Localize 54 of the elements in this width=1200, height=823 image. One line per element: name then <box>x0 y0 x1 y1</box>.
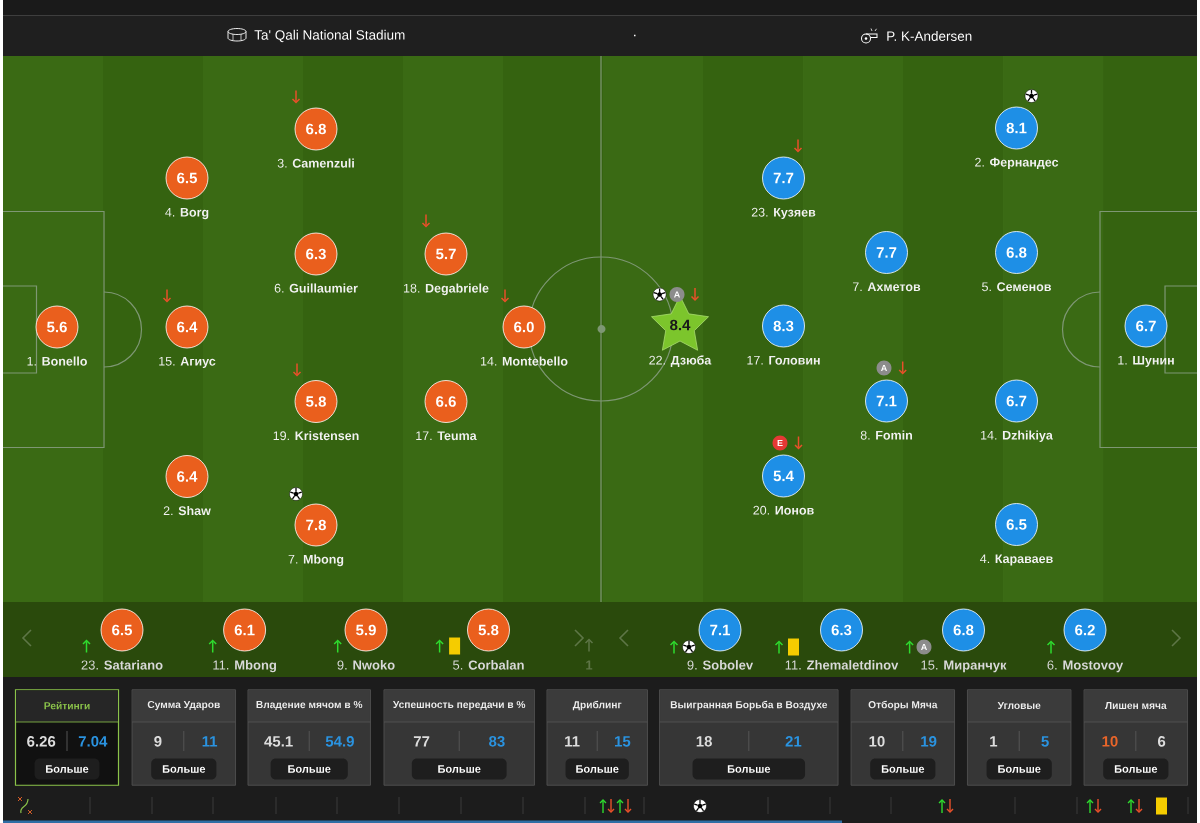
player-name: 15. Агиус <box>159 356 216 369</box>
player-name: 7. Ахметов <box>853 282 921 292</box>
letter-badge: A <box>916 639 932 655</box>
venue-name: Ta' Qali National Stadium <box>254 29 405 43</box>
player-name: 6. Guillaumier <box>274 283 358 293</box>
stat-value: 11 <box>202 736 218 747</box>
stat-value: 77 <box>413 736 430 747</box>
player-name: 17. Головин <box>747 355 820 365</box>
stat-value: 83 <box>489 736 505 747</box>
stat-value: 6 <box>1158 736 1166 747</box>
player-name: 19. Kristensen <box>273 430 359 441</box>
player-name: 20. Ионов <box>753 505 814 515</box>
player-name: 1. Шунин <box>1118 355 1174 368</box>
player-name: 5. Семенов <box>982 282 1051 292</box>
letter-badge: E <box>772 435 788 451</box>
player-name: 14. Dzhikiya <box>981 430 1053 443</box>
stat-value: 6.26 <box>27 736 56 747</box>
player-name: 5. Corbalan <box>453 660 524 670</box>
stat-value: 9 <box>154 736 162 747</box>
stat-value: 1 <box>990 736 998 747</box>
player-name: 17. Teuma <box>416 431 477 441</box>
player-name: 3. Camenzuli <box>277 158 354 168</box>
player-number: 1 <box>586 660 593 670</box>
stat-value: 54.9 <box>325 736 354 747</box>
player-name: 11. Mbong <box>213 660 276 673</box>
player-name: 23. Satariano <box>81 660 163 670</box>
player-name: 9. Sobolev <box>687 660 754 670</box>
player-name: 23. Кузяев <box>751 207 816 220</box>
letter-badge: A <box>876 360 892 376</box>
stat-value: 45.1 <box>264 736 293 747</box>
stat-value: 5 <box>1041 736 1049 747</box>
player-name: 8. Fomin <box>860 430 912 440</box>
stat-value: 10 <box>1102 736 1118 747</box>
stat-value: 15 <box>615 736 631 747</box>
player-name: 1. Bonello <box>27 356 87 366</box>
stat-value: 19 <box>921 736 937 747</box>
stat-value: 11 <box>565 736 580 747</box>
referee-name: P. K-Andersen <box>887 31 972 41</box>
player-name: 15. Миранчук <box>921 660 1007 673</box>
player-name: 11. Zhemaletdinov <box>785 660 899 670</box>
player-name: 2. Фернандес <box>975 157 1059 170</box>
player-name: 7. Mbong <box>288 554 344 567</box>
player-name: 18. Degabriele <box>404 283 489 296</box>
stat-value: 10 <box>869 736 885 747</box>
player-name: 9. Nwoko <box>337 660 395 670</box>
stat-value: 21 <box>785 736 802 747</box>
player-name: 14. Montebello <box>481 356 568 366</box>
player-name: 4. Borg <box>165 207 209 220</box>
stat-value: 7.04 <box>78 736 108 747</box>
player-name: 22. Дзюба <box>649 355 712 367</box>
player-name: 6. Mostovoy <box>1047 660 1124 673</box>
stat-value: 18 <box>696 736 712 747</box>
player-name: 2. Shaw <box>163 505 211 516</box>
player-name: 4. Караваев <box>980 554 1053 566</box>
